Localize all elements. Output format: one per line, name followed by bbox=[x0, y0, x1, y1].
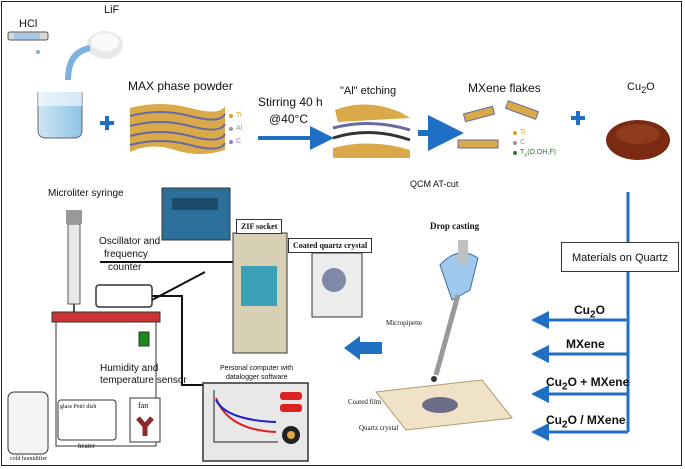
drop-casting-label: Drop casting bbox=[430, 221, 480, 231]
arduino-board-icon bbox=[161, 187, 231, 241]
syringe-label: Microliter syringe bbox=[48, 188, 124, 199]
plus-icon bbox=[100, 111, 585, 130]
materials-on-quartz-box: Materials on Quartz bbox=[561, 242, 679, 272]
stirring-temp-label: @40°C bbox=[269, 112, 308, 126]
oscillator-label-2: frequency bbox=[104, 249, 148, 260]
lif-arrow bbox=[65, 45, 91, 81]
quartz-substrate-icon bbox=[375, 379, 513, 431]
beaker-icon bbox=[37, 92, 83, 139]
stirring-label: Stirring 40 h bbox=[258, 95, 323, 109]
coated-quartz-label: Coated quartz crystal bbox=[288, 238, 373, 253]
cu2o-label: Cu2O bbox=[627, 81, 655, 96]
mxene-legend-ti: Ti bbox=[520, 129, 526, 136]
micropipette-icon bbox=[431, 240, 479, 382]
heater-icon bbox=[57, 399, 117, 441]
transfer-arrow bbox=[344, 336, 382, 360]
max-legend-al: Al bbox=[236, 125, 243, 132]
max-phase-layers-icon bbox=[129, 104, 226, 154]
humidity-label-2: temperature sensor bbox=[100, 375, 187, 386]
petri-label: glass Petri dish bbox=[60, 404, 97, 410]
etched-layers-icon bbox=[332, 104, 411, 158]
max-legend-ti: Ti bbox=[236, 112, 242, 119]
oscillator-label-1: Oscillator and bbox=[99, 236, 161, 247]
lif-powder-icon bbox=[87, 31, 123, 59]
mxene-flakes-icon bbox=[457, 100, 540, 149]
sensor-icon bbox=[138, 331, 150, 347]
max-phase-label: MAX phase powder bbox=[128, 79, 233, 93]
mxene-legend-c: C bbox=[520, 139, 526, 146]
material-item: MXene bbox=[566, 337, 605, 351]
lif-label: LiF bbox=[104, 4, 120, 16]
pc-label-2: datalogger software bbox=[226, 374, 288, 381]
max-legend-c: C bbox=[236, 138, 242, 145]
fan-label: fan bbox=[138, 401, 149, 410]
zif-label: ZIF socket bbox=[236, 219, 283, 234]
hcl-dropper-icon bbox=[7, 31, 49, 54]
humidifier-icon bbox=[7, 391, 49, 455]
coated-film-label: Coated film bbox=[348, 398, 382, 406]
etching-label: "Al" etching bbox=[340, 85, 397, 97]
heater-label: heater bbox=[78, 442, 96, 450]
oscillator-label-3: counter bbox=[108, 262, 142, 273]
pc-label-1: Personal computer with bbox=[220, 365, 294, 372]
hcl-label: HCl bbox=[19, 18, 38, 30]
material-item: Cu2O / MXene bbox=[546, 413, 626, 431]
oscillator-box-icon bbox=[95, 284, 153, 308]
humidity-label-1: Humidity and bbox=[100, 363, 159, 374]
humidifier-label: cold humidifier bbox=[10, 456, 48, 462]
micropipette-label: Micropipette bbox=[386, 319, 423, 327]
mxene-legend-tx: Tx(O,OH,F) bbox=[520, 149, 556, 159]
material-item: Cu2O bbox=[574, 303, 605, 321]
quartz-crystal-label: Quartz crystal bbox=[359, 424, 399, 432]
qcm-label: QCM AT-cut bbox=[410, 179, 459, 189]
mxene-flakes-label: MXene flakes bbox=[468, 81, 541, 95]
material-item: Cu2O + MXene bbox=[546, 375, 630, 393]
cables bbox=[100, 261, 240, 386]
